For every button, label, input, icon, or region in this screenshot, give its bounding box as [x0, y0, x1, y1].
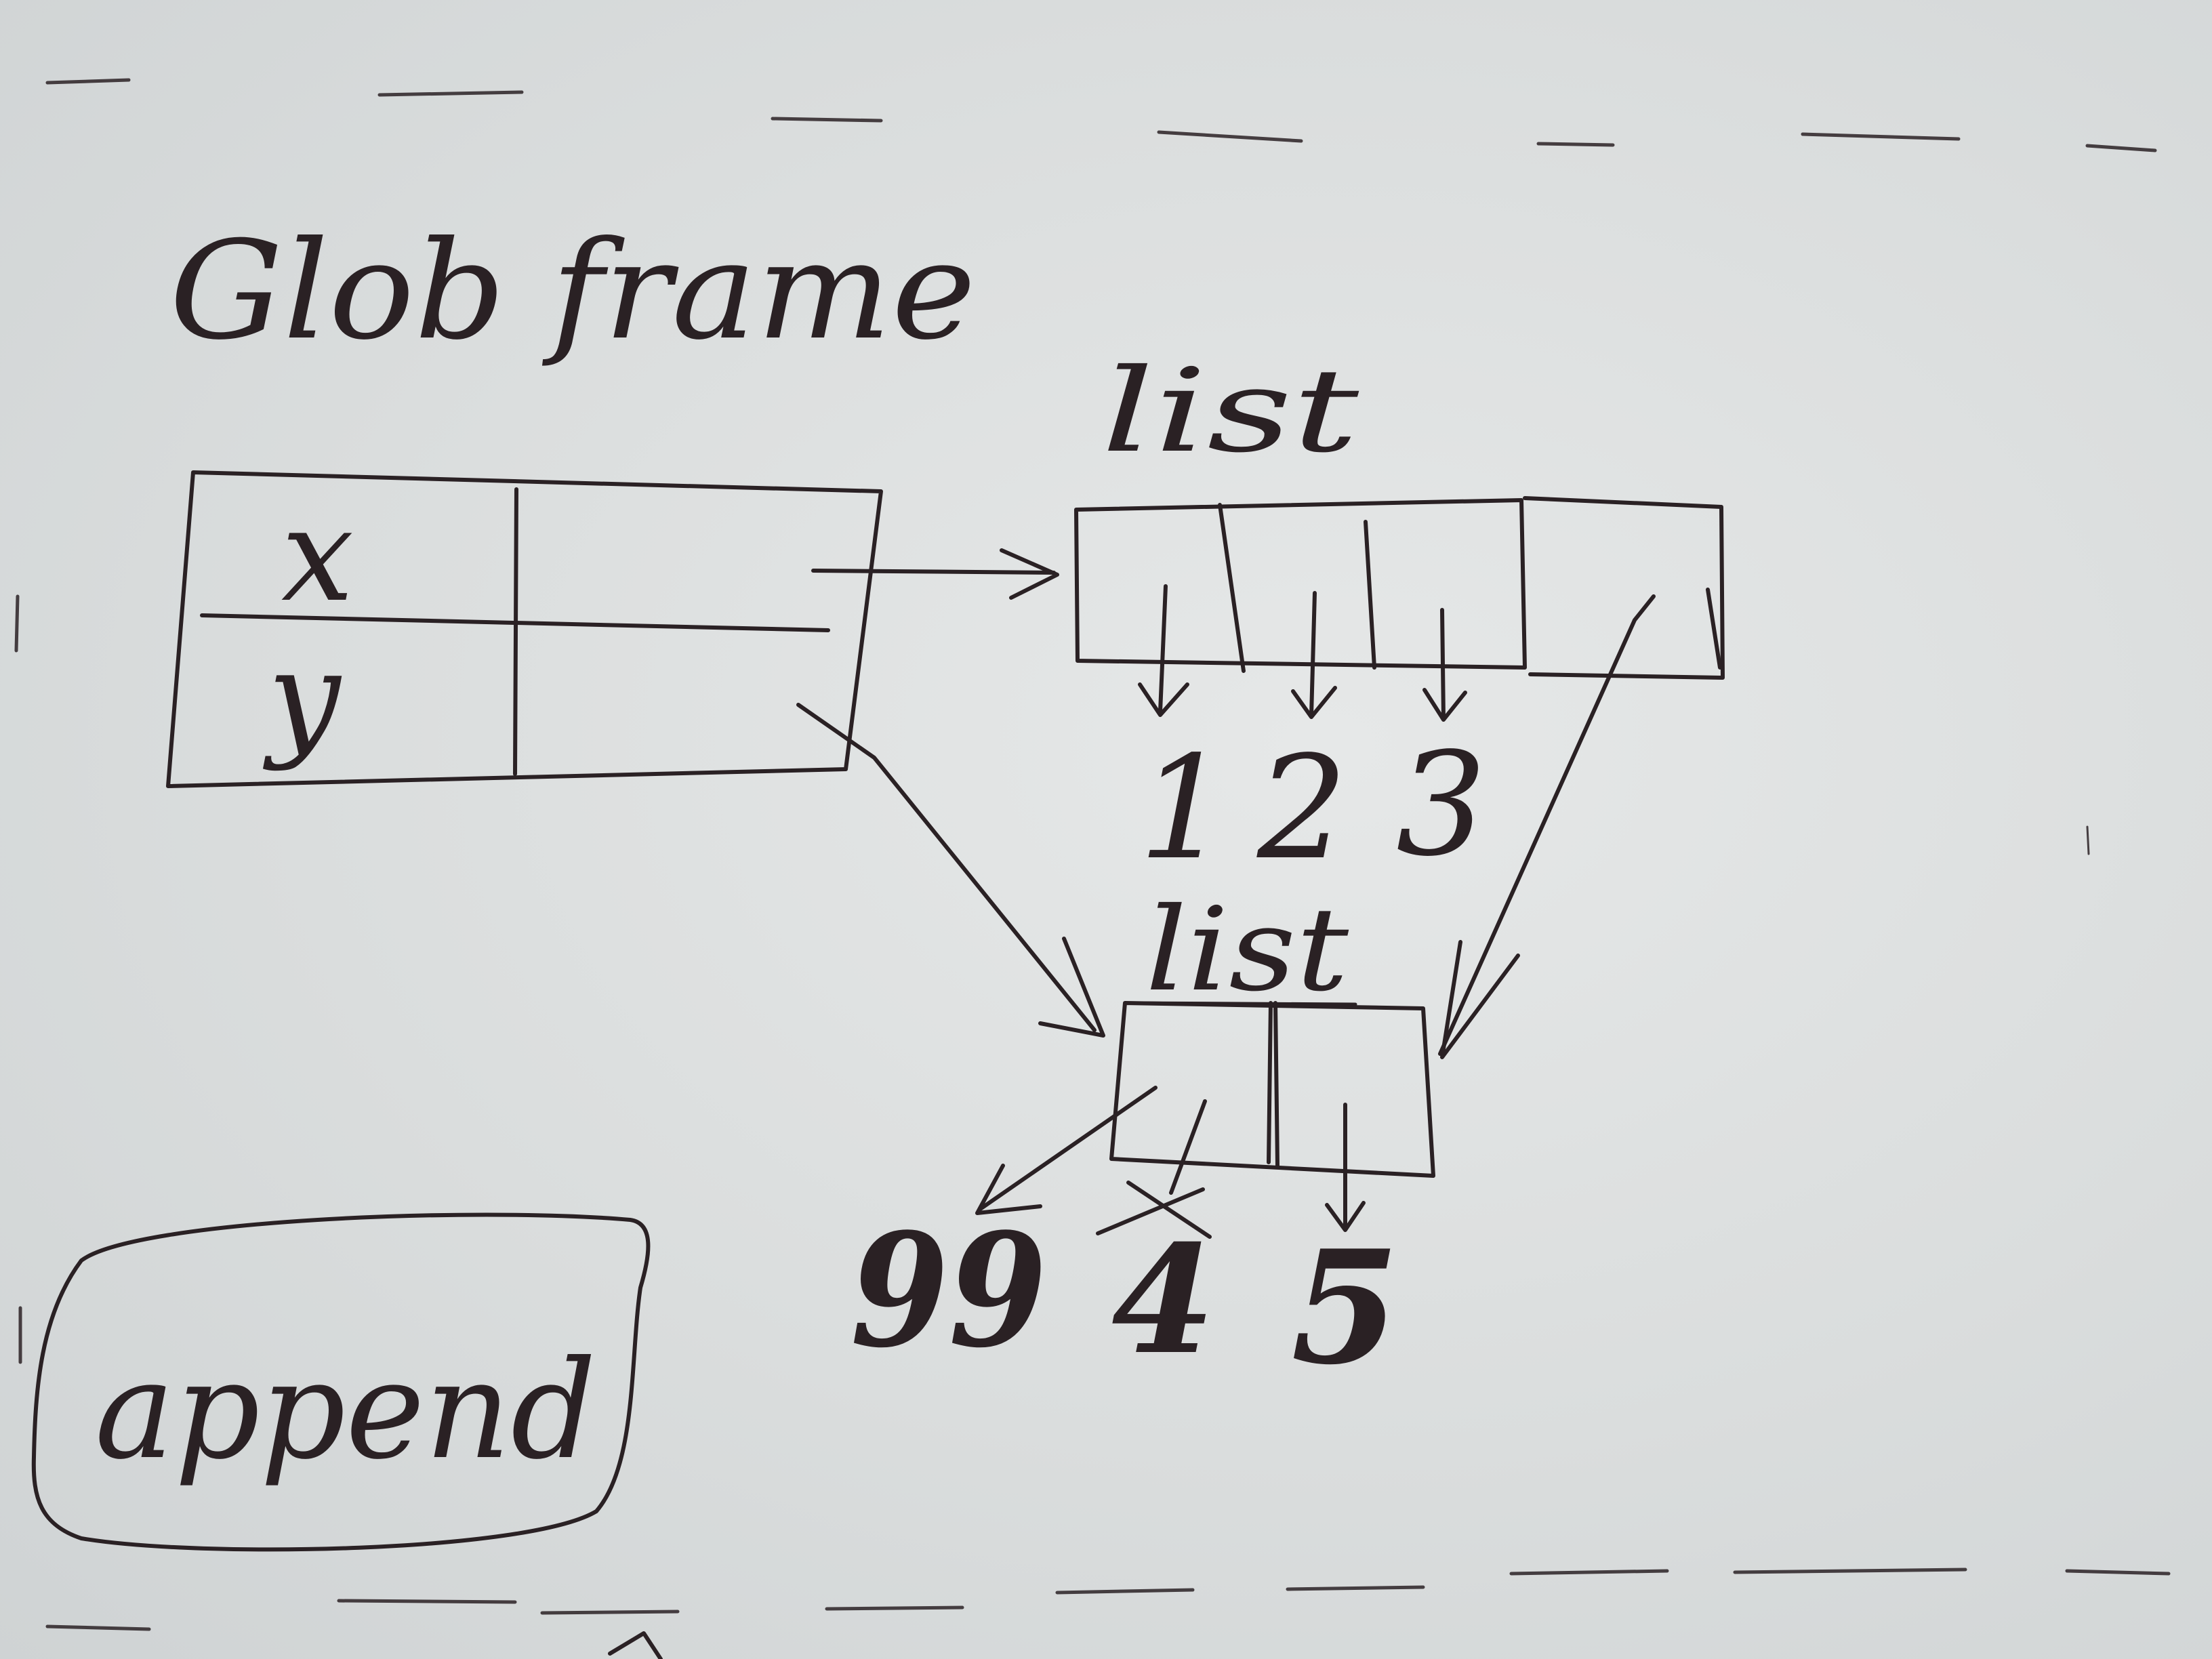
title-text: Glob frame [169, 212, 976, 370]
list-inner-value-4: 4 [1111, 1212, 1215, 1387]
list-outer-label: list [1101, 344, 1359, 478]
y-to-list-arrow [796, 703, 1105, 1038]
ruled-lines-top [45, 78, 2157, 152]
list-outer-pointers [1138, 584, 1467, 722]
list-inner-box [1109, 1001, 1435, 1178]
variable-x-label: x [281, 480, 354, 630]
list-inner-value-99: 99 [851, 1200, 1047, 1382]
list-outer-value-2: 2 [1256, 725, 1348, 891]
nested-list-arrow [1438, 594, 1656, 1059]
list-outer-value-1: 1 [1139, 725, 1229, 891]
x-to-list-arrow [811, 548, 1059, 600]
list-inner-value-5: 5 [1291, 1216, 1399, 1399]
list-outer-box [1074, 496, 1725, 680]
global-frame-table [166, 470, 883, 788]
cutoff-stroke [608, 1631, 663, 1659]
ruled-lines-bottom [14, 594, 2171, 1631]
list-outer-value-3: 3 [1396, 722, 1487, 888]
crossed-out-mark [1096, 1181, 1212, 1239]
list-inner-label: list [1145, 883, 1349, 1017]
list-inner-pointers [975, 1086, 1366, 1232]
variable-y-label: y [262, 623, 342, 773]
append-box [31, 1212, 651, 1552]
append-label: append [95, 1332, 596, 1490]
